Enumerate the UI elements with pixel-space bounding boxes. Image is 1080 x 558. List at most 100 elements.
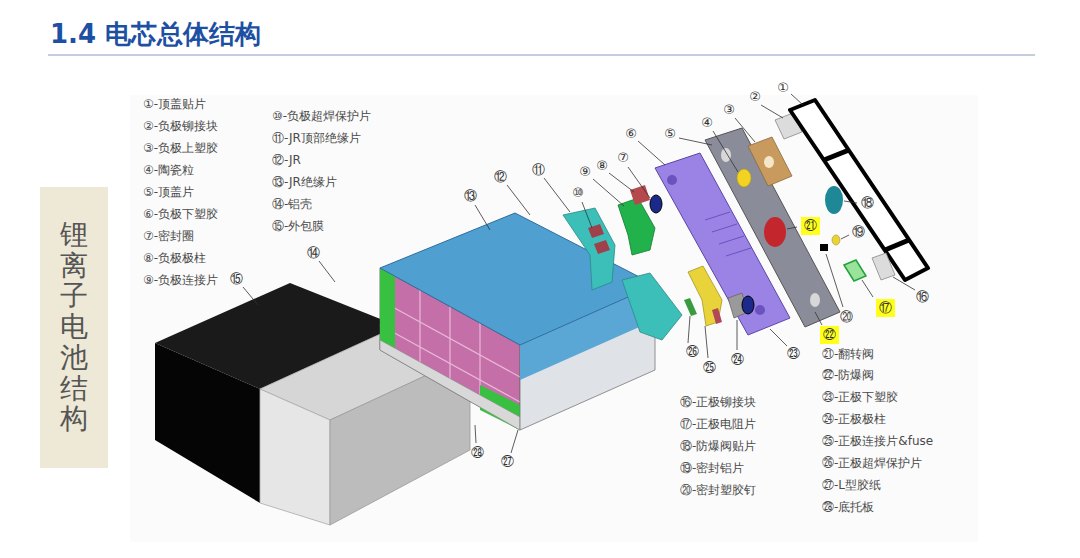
callout-number: ⑲ [852, 224, 865, 240]
vent-patch [825, 186, 843, 214]
callout-number: ⑨ [579, 164, 591, 180]
part-list-entry: ⑲-密封铝片 [680, 461, 744, 475]
callout-number: ⑪ [532, 162, 545, 178]
part-list-entry: ㉕-正极连接片&fuse [822, 434, 933, 448]
bottom-plate [380, 340, 520, 430]
seal-aluminum [832, 235, 840, 245]
top-cover-patch-bar [824, 150, 849, 160]
callout-number: ㉕ [703, 360, 716, 376]
callout-number: ② [749, 89, 761, 105]
leader-line [713, 131, 738, 172]
callout-number: ㉗ [501, 454, 514, 470]
part-list-entry: ④-陶瓷粒 [143, 163, 194, 177]
leader-line [628, 167, 650, 198]
leader-line [737, 320, 738, 350]
part-list-entry: ⑰-正极电阻片 [680, 417, 756, 431]
lower-plastic-grid [726, 248, 751, 256]
leader-line [475, 205, 490, 230]
ceramic-bead [737, 169, 751, 187]
top-cap [705, 128, 840, 327]
callout-number: ④ [701, 115, 713, 131]
callout-number: ⑰ [879, 300, 892, 316]
callout-number: ⑧ [596, 158, 608, 174]
leader-line [705, 326, 708, 358]
top-cover-patch [790, 100, 928, 280]
leader-line [862, 280, 873, 297]
part-list-entry: ㉒-防爆阀 [822, 368, 874, 382]
callout-number: ⑭ [307, 245, 320, 261]
callout-number: ⑥ [625, 126, 637, 142]
part-list-entry: ⑱-防爆阀贴片 [680, 439, 756, 453]
jr-grid [449, 306, 450, 389]
leader-line [770, 329, 787, 346]
jr-top-insulator [622, 273, 682, 340]
part-list-entry: ⑪-JR顶部绝缘片 [272, 131, 361, 145]
vertical-heading: 锂离子电池结构 [60, 220, 88, 436]
pos-connector [688, 266, 722, 326]
callout-number: ⑫ [494, 169, 507, 185]
part-list-entry: ⑮-外包膜 [272, 219, 324, 233]
leader-line [787, 227, 797, 229]
seal-ring [742, 296, 754, 314]
leader-line [511, 430, 518, 453]
weld-protector [588, 224, 604, 238]
leader-line [243, 287, 258, 305]
vent-disc [764, 217, 786, 247]
leader-line [593, 179, 624, 206]
leader-line [609, 173, 634, 192]
lower-plastic-grid [712, 224, 737, 232]
leader-line [735, 118, 755, 142]
weld-protector [594, 240, 610, 254]
figure-ground [130, 95, 978, 542]
callout-number: ㉖ [686, 344, 699, 360]
leader-line [844, 201, 857, 203]
callout-number: ㉘ [471, 445, 484, 461]
part-list-entry: ①-顶盖贴片 [143, 97, 206, 111]
seal-plastic-nail [820, 244, 828, 251]
top-cap-hole [810, 293, 820, 307]
callout-number: ㉒ [823, 327, 836, 343]
part-list-entry: ㉓-正极下塑胶 [822, 390, 898, 404]
top-cover-patch-bar [885, 240, 909, 250]
leader-line [638, 141, 665, 165]
callout-number: ⑮ [230, 271, 243, 287]
leader-lines [243, 94, 915, 453]
side-panel: 锂离子电池结构 [40, 187, 108, 468]
title-rule [48, 55, 1035, 56]
callout-number: ㉔ [731, 352, 744, 368]
leader-line [319, 261, 335, 282]
part-list-entry: ㉖-正极超焊保护片 [822, 456, 922, 470]
callout-number: ① [777, 80, 789, 96]
highlight-box: ⑰ [876, 299, 895, 317]
leader-line [791, 94, 803, 105]
neg-connector [618, 198, 655, 255]
part-list-entry: ⑩-负极超焊保护片 [272, 109, 371, 123]
neg-terminal [630, 185, 650, 205]
leader-line [507, 185, 530, 215]
leader-line [688, 316, 690, 343]
lower-plastic-hole [667, 175, 677, 185]
part-list-entry: ㉑-翻转阀 [822, 347, 874, 361]
leader-line [544, 178, 570, 212]
part-list-entry: ⑤-顶盖片 [143, 185, 194, 199]
jr-grid [419, 290, 420, 372]
callout-number: ⑯ [916, 289, 929, 305]
part-list-entry: ㉔-正极极柱 [822, 412, 886, 426]
pos-resistor-plate [844, 260, 866, 281]
wrap-film-front [155, 343, 260, 503]
part-list-entry: ⑥-负极下塑胶 [143, 207, 218, 221]
callout-number: ㉓ [787, 346, 800, 362]
part-list-entry: ⑳-密封塑胶钉 [680, 483, 756, 497]
highlight-box: ㉑ [801, 217, 820, 235]
seal-ring [650, 195, 662, 213]
pos-rivet-block [872, 253, 895, 280]
neg-upper-plastic-hole [764, 156, 774, 168]
callout-number: ㉑ [804, 218, 817, 234]
callout-number: ⑳ [840, 309, 853, 325]
part-list-entry: ⑨-负极连接片 [143, 273, 218, 287]
part-list-entry: ⑧-负极极柱 [143, 251, 206, 265]
leader-line [475, 425, 476, 443]
leader-line [841, 235, 849, 239]
leader-line [826, 254, 843, 307]
leader-line [582, 202, 592, 228]
